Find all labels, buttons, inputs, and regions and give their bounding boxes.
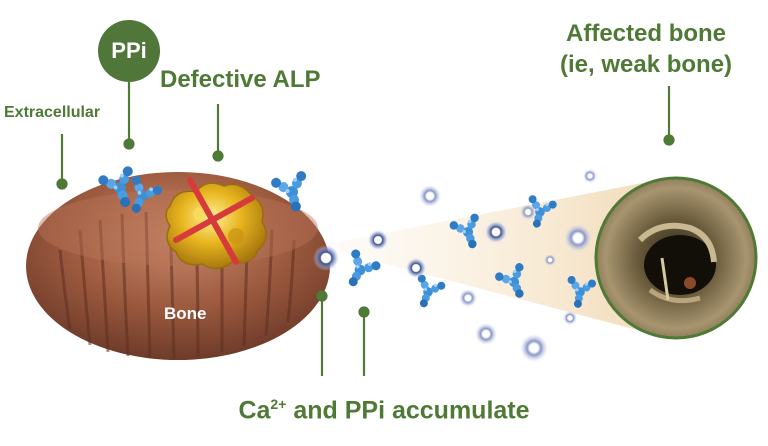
ion-dot-icon xyxy=(583,169,597,183)
defective-alp-label: Defective ALP xyxy=(160,66,321,93)
protein-icon xyxy=(408,273,447,312)
ion-dot-icon xyxy=(406,258,426,278)
ion-dot-icon xyxy=(544,254,556,266)
accumulate-caption: Ca2+ and PPi accumulate xyxy=(0,396,768,425)
ppi-molecule-icon: PPi xyxy=(98,20,160,82)
ion-dot-icons xyxy=(313,169,597,362)
accumulate-suffix: and PPi accumulate xyxy=(286,396,530,425)
ion-dot-icon xyxy=(520,204,536,220)
ion-dot-icon xyxy=(520,334,548,362)
ion-dot-icon xyxy=(485,221,507,243)
ion-dot-icon xyxy=(459,289,477,307)
affected-bone-label: Affected bone (ie, weak bone) xyxy=(560,18,732,80)
ion-dot-icon xyxy=(368,230,388,250)
accumulate-prefix: Ca xyxy=(238,396,271,425)
bone-cross-section-icon xyxy=(594,176,758,340)
ppi-label: PPi xyxy=(111,38,147,63)
ion-dot-icon xyxy=(563,311,577,325)
ion-dot-icon xyxy=(475,323,497,345)
affected-bone-line1: Affected bone xyxy=(566,20,727,47)
accumulate-superscript: 2+ xyxy=(270,396,287,412)
label-connectors xyxy=(56,82,675,376)
red-cross-icon xyxy=(173,177,255,265)
affected-bone-line2: (ie, weak bone) xyxy=(560,51,733,78)
bone-label: Bone xyxy=(164,304,207,323)
ion-dot-icon xyxy=(313,245,339,271)
ion-dot-icon xyxy=(419,185,441,207)
ion-dot-icon xyxy=(564,224,592,252)
extracellular-label: Extracellular xyxy=(4,104,101,121)
